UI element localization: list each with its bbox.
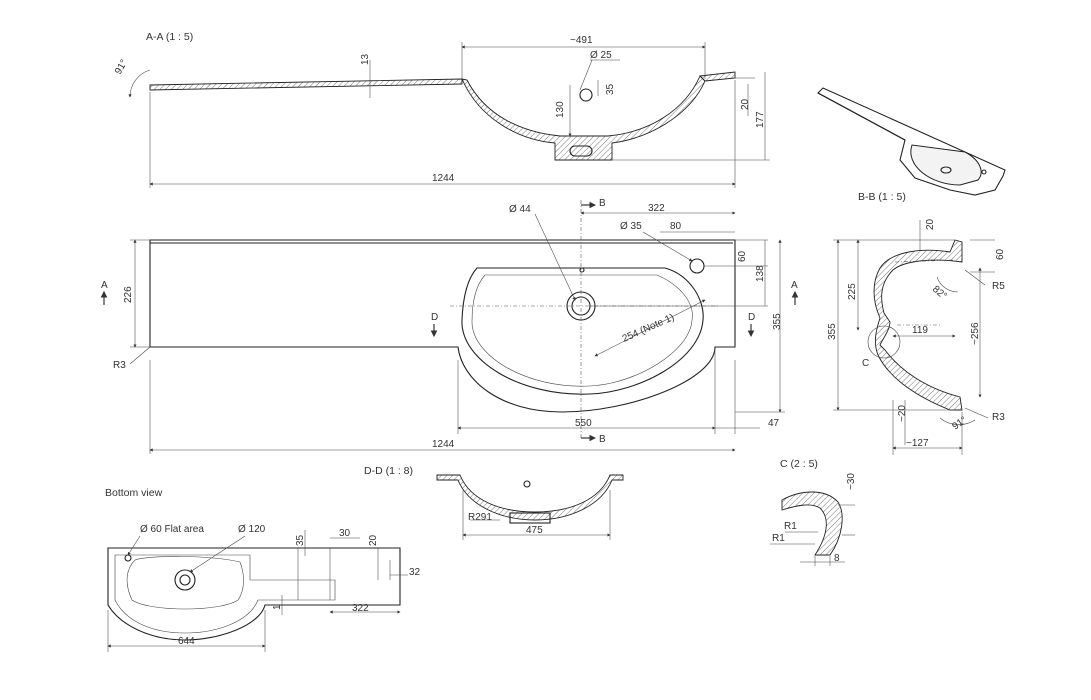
aa-bowl (461, 75, 706, 161)
bb-dim-20: 20 (925, 218, 936, 230)
bb-detail-c-circle (867, 325, 901, 359)
section-dd-title: D-D (1 : 8) (364, 465, 413, 477)
aa-slab (149, 78, 463, 91)
dd-dim-475: 475 (526, 525, 543, 536)
bottom-dim-20: 20 (368, 534, 379, 546)
aa-dim-13: 13 (360, 53, 371, 65)
bottom-dim-1: 1 (272, 604, 283, 610)
bb-dim-127: ~127 (906, 438, 929, 449)
bb-label-c: C (862, 358, 869, 369)
bb-dim-60: 60 (995, 248, 1006, 260)
aa-dim-25: Ø 25 (590, 50, 612, 61)
detail-c: C (2 : 5) ~30 R1 R1 8 (770, 458, 857, 566)
bb-dim-256: ~256 (970, 322, 981, 345)
c-r1b: R1 (772, 533, 785, 544)
bottom-dim-120: Ø 120 (238, 524, 266, 535)
top-marker-a-left: A (101, 280, 108, 291)
top-dim-550: 550 (575, 418, 592, 429)
section-aa-title: A-A (1 : 5) (146, 31, 193, 43)
top-bowl-rim (461, 267, 704, 395)
top-r3: R3 (113, 360, 126, 371)
top-dim-44: Ø 44 (509, 204, 531, 215)
top-tap-hole (689, 258, 705, 274)
section-dd: D-D (1 : 8) 475 R291 (364, 465, 624, 540)
top-marker-b-bottom: B (599, 434, 606, 445)
top-marker-a-right: A (791, 280, 798, 291)
section-aa: A-A (1 : 5) ~491 Ø 25 13 35 130 20 177 1… (113, 31, 770, 188)
bottom-view-title: Bottom view (105, 487, 163, 499)
bottom-dim-32: 32 (409, 567, 421, 578)
bottom-flat-area: Ø 60 Flat area (140, 524, 204, 535)
top-dim-138: 138 (755, 265, 766, 282)
top-dim-47: 47 (768, 418, 780, 429)
top-dim-1244: 1244 (432, 439, 455, 450)
aa-drain (569, 145, 593, 157)
bottom-dim-30: 30 (339, 528, 351, 539)
detail-c-title: C (2 : 5) (780, 458, 818, 470)
bb-dim-119: 119 (912, 325, 928, 336)
top-view: 226 R3 Ø 44 322 Ø 35 80 60 138 355 254 (… (100, 198, 799, 454)
bb-dim-91: 91° (950, 415, 969, 433)
bb-profile (873, 239, 963, 411)
aa-dim-491: ~491 (570, 35, 593, 46)
top-dim-80: 80 (670, 221, 682, 232)
top-marker-b-top: B (599, 198, 606, 209)
aa-overflow-hole (579, 88, 593, 102)
c-dim-8: 8 (834, 553, 840, 564)
detail-c-profile (781, 491, 843, 556)
bb-dim-20b: ~20 (897, 405, 908, 422)
c-r1a: R1 (784, 521, 797, 532)
top-dim-322: 322 (648, 203, 665, 214)
c-dim-30: ~30 (846, 473, 857, 490)
aa-dim-91: 91° (113, 58, 130, 77)
bottom-dim-322: 322 (352, 603, 369, 614)
aa-dim-35: 35 (605, 83, 616, 95)
bottom-dim-35: 35 (295, 534, 306, 546)
top-dim-226: 226 (123, 286, 134, 303)
top-dim-60: 60 (737, 250, 748, 262)
top-outline (149, 239, 736, 413)
aa-dim-130: 130 (555, 101, 566, 118)
aa-dim-177: 177 (755, 111, 766, 128)
top-dim-254: 254 (Note 1) (621, 312, 676, 345)
section-bb-title: B-B (1 : 5) (858, 191, 906, 203)
iso-view (817, 87, 1006, 196)
aa-dim-20: 20 (740, 98, 751, 110)
bb-r3: R3 (992, 412, 1005, 423)
dd-r291: R291 (468, 512, 492, 523)
aa-dim-1244: 1244 (432, 173, 455, 184)
section-bb: B-B (1 : 5) C 20 60 225 355 82° R5 119 ~… (827, 191, 1006, 455)
top-marker-d-left: D (431, 312, 438, 323)
top-marker-d-right: D (748, 312, 755, 323)
top-dim-35: Ø 35 (620, 221, 642, 232)
bottom-dim-644: 644 (178, 636, 195, 647)
bb-dim-82: 82° (930, 284, 949, 302)
top-dim-355: 355 (772, 313, 783, 330)
bottom-view: Bottom view Ø 60 Flat area Ø 120 35 30 2… (105, 487, 421, 652)
dd-profile (436, 474, 624, 521)
bb-r5: R5 (992, 281, 1005, 292)
bb-dim-355: 355 (827, 323, 838, 340)
bb-dim-225: 225 (847, 283, 858, 300)
bottom-outline (107, 547, 401, 641)
